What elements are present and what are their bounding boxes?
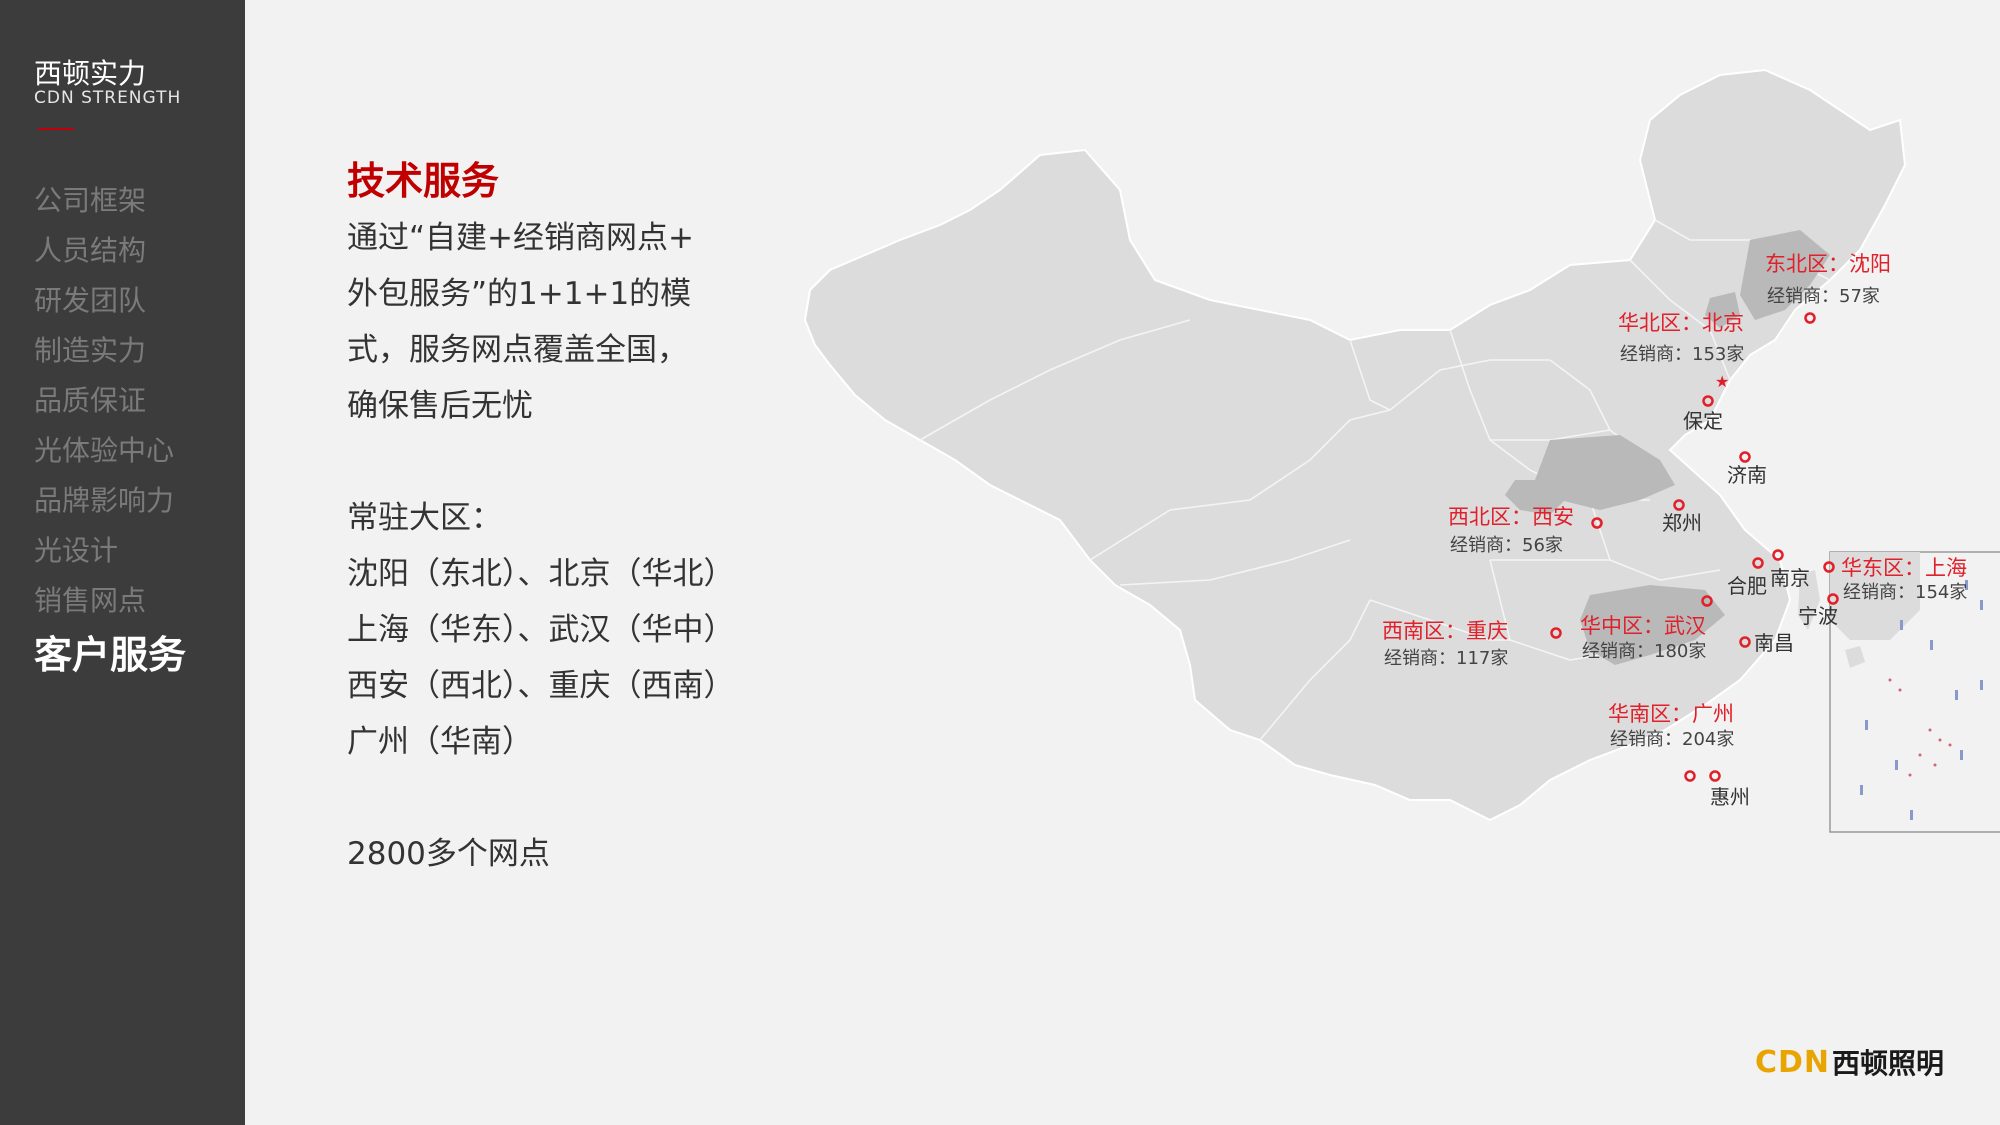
capital-star-icon: ★ [1715, 372, 1729, 391]
region-dealers-southwest: 经销商：117家 [1384, 648, 1508, 669]
marker-chongqing [1550, 627, 1562, 639]
region-line: 上海（华东）、武汉（华中） [347, 612, 735, 648]
china-mainland-shape [803, 68, 1907, 822]
province-borders [919, 219, 1831, 741]
marker-zhengzhou [1673, 499, 1685, 511]
hainan-island [1600, 685, 1650, 725]
sidebar-item-brand-influence[interactable]: 品牌影响力 [34, 484, 175, 517]
region-title-central: 华中区：武汉 [1580, 614, 1706, 638]
sidebar-subtitle: CDN STRENGTH [34, 88, 182, 108]
marker-hefei [1752, 557, 1764, 569]
page-title: 技术服务 [347, 159, 500, 203]
logo-cn-text: 西顿照明 [1832, 1047, 1945, 1080]
sidebar-item-customer-service[interactable]: 客户服务 [34, 633, 187, 677]
sidebar-title: 西顿实力 [34, 57, 147, 90]
sidebar-item-sales-network[interactable]: 销售网点 [34, 584, 147, 617]
city-label-zhengzhou: 郑州 [1662, 511, 1702, 535]
marker-baoding [1702, 395, 1714, 407]
logo-cdn-mark: CDN [1755, 1044, 1831, 1080]
region-central-highlight [1535, 435, 1675, 510]
city-label-baoding: 保定 [1683, 409, 1723, 433]
marker-jinan [1739, 451, 1751, 463]
sidebar: 西顿实力 CDN STRENGTH 公司框架 人员结构 研发团队 制造实力 品质… [0, 0, 245, 1125]
intro-line: 式，服务网点覆盖全国， [347, 332, 688, 368]
marker-shanghai [1823, 561, 1835, 573]
sidebar-item-company-framework[interactable]: 公司框架 [34, 184, 147, 217]
sidebar-item-quality[interactable]: 品质保证 [34, 384, 147, 417]
region-title-northwest: 西北区：西安 [1448, 505, 1574, 529]
region-line: 沈阳（东北）、北京（华北） [347, 556, 735, 592]
south-china-sea-inset [1829, 551, 2000, 833]
marker-nanchang [1739, 636, 1751, 648]
sidebar-nav: 公司框架 人员结构 研发团队 制造实力 品质保证 光体验中心 品牌影响力 光设计… [34, 180, 186, 690]
sidebar-item-manufacturing[interactable]: 制造实力 [34, 334, 147, 367]
region-title-east: 华东区：上海 [1841, 556, 1967, 580]
sidebar-item-staff-structure[interactable]: 人员结构 [34, 234, 147, 267]
sidebar-item-light-design[interactable]: 光设计 [34, 534, 119, 567]
region-line: 西安（西北）、重庆（西南） [347, 668, 735, 704]
city-label-nanjing: 南京 [1770, 566, 1810, 590]
marker-huizhou [1709, 770, 1721, 782]
intro-line: 确保售后无忧 [347, 388, 533, 424]
intro-line: 外包服务”的1+1+1的模 [347, 276, 692, 312]
regions-title: 常驻大区： [347, 500, 502, 536]
region-dealers-northwest: 经销商：56家 [1450, 535, 1563, 556]
network-total: 2800多个网点 [347, 836, 550, 872]
region-title-southwest: 西南区：重庆 [1382, 619, 1508, 643]
region-south-highlight [1580, 585, 1725, 665]
intro-line: 通过“自建+经销商网点+ [347, 220, 695, 256]
sidebar-item-experience-center[interactable]: 光体验中心 [34, 434, 175, 467]
region-dealers-central: 经销商：180家 [1582, 641, 1706, 662]
region-southwest-highlight [1505, 480, 1565, 515]
marker-shenyang [1804, 312, 1816, 324]
region-dealers-northeast: 经销商：57家 [1767, 286, 1880, 307]
city-label-nanchang: 南昌 [1754, 631, 1794, 655]
china-service-map: ★ 东北区：沈阳 经销商：57家 华北区：北京 经销商：153家 西北区：西安 … [803, 68, 2000, 833]
taiwan-island [1798, 570, 1820, 630]
city-label-hefei: 合肥 [1727, 574, 1767, 598]
region-line: 广州（华南） [347, 724, 533, 760]
region-north-highlight [1705, 292, 1740, 328]
marker-wuhan [1701, 595, 1713, 607]
region-title-northeast: 东北区：沈阳 [1765, 252, 1891, 276]
brand-logo: CDN 西顿照明 [1755, 1044, 1945, 1081]
city-label-ningbo: 宁波 [1798, 604, 1838, 628]
region-dealers-south: 经销商：204家 [1610, 729, 1734, 750]
region-dealers-east: 经销商：154家 [1843, 582, 1967, 603]
marker-nanjing [1772, 549, 1784, 561]
sidebar-divider [38, 128, 74, 130]
city-label-jinan: 济南 [1727, 463, 1767, 487]
marker-ningbo [1827, 593, 1839, 605]
marker-xian [1591, 517, 1603, 529]
marker-guangzhou [1684, 770, 1696, 782]
region-title-south: 华南区：广州 [1608, 702, 1734, 726]
city-label-huizhou: 惠州 [1710, 785, 1750, 809]
region-dealers-north: 经销商：153家 [1620, 344, 1744, 365]
sidebar-item-rd-team[interactable]: 研发团队 [34, 284, 147, 317]
region-title-north: 华北区：北京 [1618, 311, 1744, 335]
region-northeast-highlight [1740, 230, 1830, 320]
